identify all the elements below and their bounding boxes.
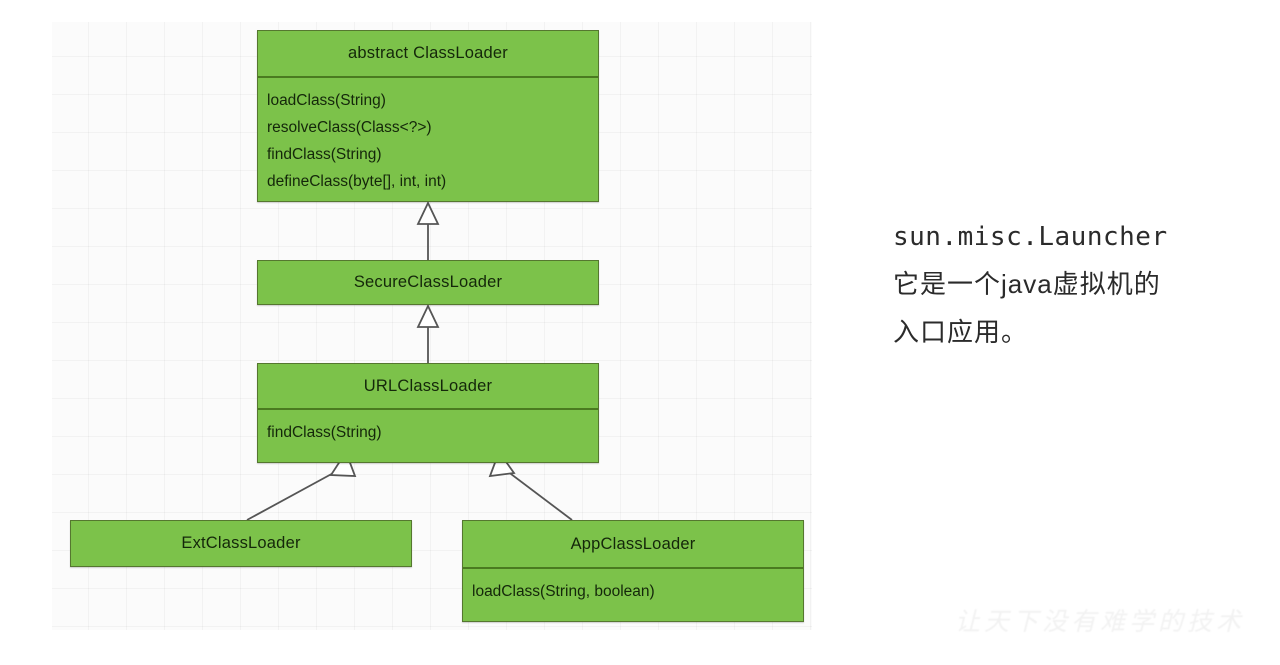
member-app-loadclass: loadClass(String, boolean) bbox=[472, 583, 655, 600]
class-members-urlclassloader: findClass(String) bbox=[258, 408, 598, 462]
edge-app-to-url bbox=[506, 470, 573, 521]
class-members-appclassloader: loadClass(String, boolean) bbox=[463, 567, 803, 621]
class-name-extclassloader: ExtClassLoader bbox=[181, 534, 301, 552]
arrowhead-generalization-secure bbox=[416, 303, 440, 328]
annotation-line-description-2: 入口应用。 bbox=[893, 317, 1029, 347]
class-members-classloader: loadClass(String) resolveClass(Class<?>)… bbox=[258, 76, 598, 201]
arrowhead-generalization-classloader bbox=[416, 200, 440, 225]
member-defineclass: defineClass(byte[], int, int) bbox=[267, 173, 447, 190]
class-box-appclassloader[interactable]: AppClassLoader loadClass(String, boolean… bbox=[462, 520, 804, 622]
annotation-note: sun.misc.Launcher 它是一个java虚拟机的 入口应用。 bbox=[893, 214, 1243, 356]
class-box-urlclassloader[interactable]: URLClassLoader findClass(String) bbox=[257, 363, 599, 463]
inheritance-edges bbox=[246, 200, 573, 521]
class-name-classloader: abstract ClassLoader bbox=[348, 44, 508, 62]
diagram-canvas: abstract ClassLoader loadClass(String) r… bbox=[52, 22, 812, 630]
arrowhead-generalization-url-left bbox=[329, 450, 357, 477]
member-loadclass: loadClass(String) bbox=[267, 92, 386, 109]
member-resolveclass: resolveClass(Class<?>) bbox=[267, 119, 432, 136]
class-box-secureclassloader[interactable]: SecureClassLoader bbox=[257, 260, 599, 305]
watermark-text: 让天下没有难学的技术 bbox=[955, 607, 1246, 636]
class-box-extclassloader[interactable]: ExtClassLoader bbox=[70, 520, 412, 567]
class-name-urlclassloader: URLClassLoader bbox=[363, 376, 493, 395]
class-name-secureclassloader: SecureClassLoader bbox=[353, 273, 503, 291]
member-findclass: findClass(String) bbox=[267, 146, 382, 163]
member-url-findclass: findClass(String) bbox=[267, 424, 382, 441]
class-box-classloader[interactable]: abstract ClassLoader loadClass(String) r… bbox=[257, 30, 599, 202]
edge-ext-to-url bbox=[246, 470, 338, 521]
annotation-line-launcher: sun.misc.Launcher bbox=[893, 222, 1168, 252]
class-name-appclassloader: AppClassLoader bbox=[570, 534, 696, 553]
annotation-line-description-1: 它是一个java虚拟机的 bbox=[893, 269, 1161, 299]
